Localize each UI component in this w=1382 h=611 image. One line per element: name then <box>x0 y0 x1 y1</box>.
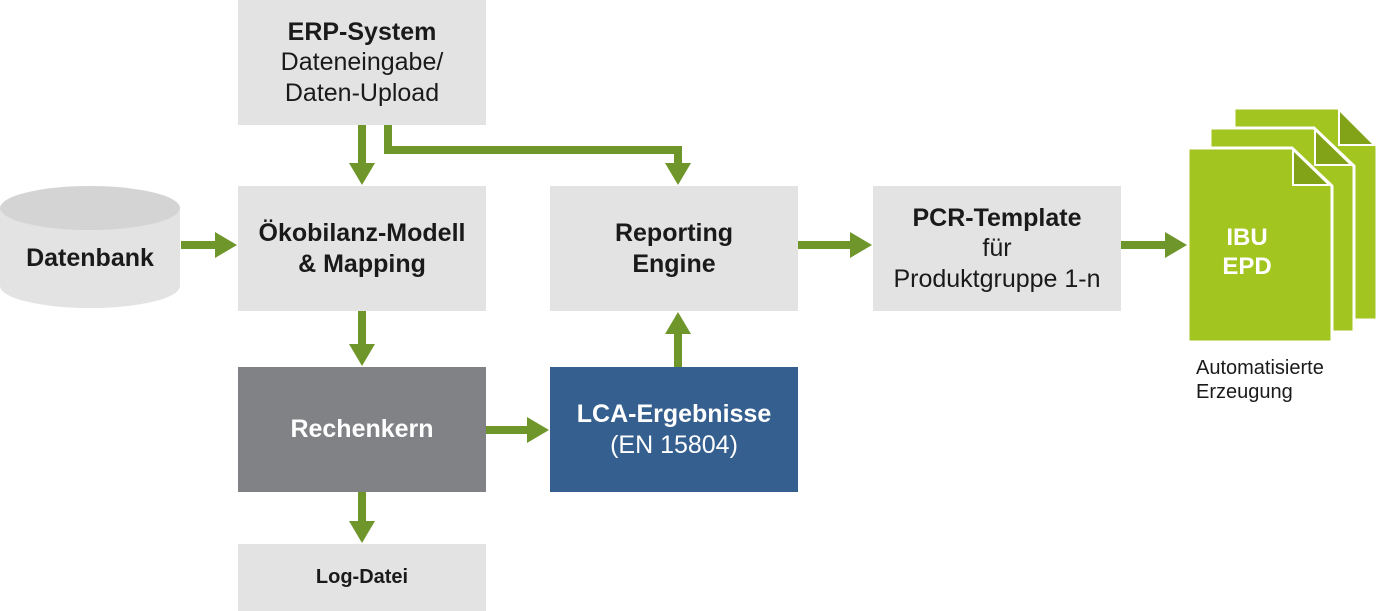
arrow-reporting-to-pcr-head <box>850 232 872 258</box>
datenbank-box: Datenbank <box>0 226 180 290</box>
arrow-erp-to-reporting-head <box>665 163 691 185</box>
database-cylinder-icon <box>0 186 180 308</box>
log-label: Log-Datei <box>315 566 409 589</box>
epd-doc-label: IBU EPD <box>1188 224 1306 282</box>
arrow-rechenkern-to-log-head <box>349 521 375 543</box>
lca-subtitle: (EN 15804) <box>610 430 738 459</box>
arrow-rechenkern-to-lca-head <box>527 417 549 443</box>
oekobilanz-modell-box: Ökobilanz-Modell & Mapping <box>238 186 486 311</box>
arrow-lca-to-reporting-head <box>665 312 691 334</box>
pcr-template-box: PCR-Template für Produktgruppe 1-n <box>873 186 1121 311</box>
reporting-engine-box: Reporting Engine <box>550 186 798 311</box>
epd-line1: IBU <box>1226 224 1268 251</box>
arrow-erp-to-modell-head <box>349 163 375 185</box>
epd-line2: EPD <box>1222 252 1272 280</box>
erp-line1: Dateneingabe/ <box>280 48 444 77</box>
epd-caption-line2: Erzeugung <box>1196 381 1293 403</box>
pcr-line2: Produktgruppe 1-n <box>893 264 1101 293</box>
pcr-line1: für <box>982 234 1012 263</box>
erp-system-box: ERP-System Dateneingabe/ Daten-Upload <box>238 0 486 125</box>
modell-line1: Ökobilanz-Modell <box>258 219 466 247</box>
arrow-modell-to-rechenkern-head <box>349 344 375 366</box>
pcr-title: PCR-Template <box>912 203 1082 232</box>
arrow-datenbank-to-modell-head <box>215 232 237 258</box>
arrow-erp-to-reporting-shaft <box>384 125 682 165</box>
lca-ergebnisse-box: LCA-Ergebnisse (EN 15804) <box>550 367 798 492</box>
modell-line2: & Mapping <box>298 249 426 278</box>
rechenkern-box: Rechenkern <box>238 367 486 492</box>
log-datei-box: Log-Datei <box>238 544 486 611</box>
arrow-pcr-to-epd-head <box>1165 232 1187 258</box>
rechenkern-label: Rechenkern <box>290 415 434 444</box>
datenbank-label: Datenbank <box>26 243 154 272</box>
erp-line2: Daten-Upload <box>284 78 440 107</box>
epd-caption-line1: Automatisierte <box>1196 357 1324 379</box>
reporting-line1: Reporting <box>614 219 734 247</box>
lca-title: LCA-Ergebnisse <box>576 400 772 428</box>
erp-title: ERP-System <box>287 17 437 46</box>
epd-caption: Automatisierte Erzeugung <box>1196 356 1324 404</box>
reporting-line2: Engine <box>632 249 716 278</box>
epd-document-stack-icon <box>1186 106 1379 344</box>
